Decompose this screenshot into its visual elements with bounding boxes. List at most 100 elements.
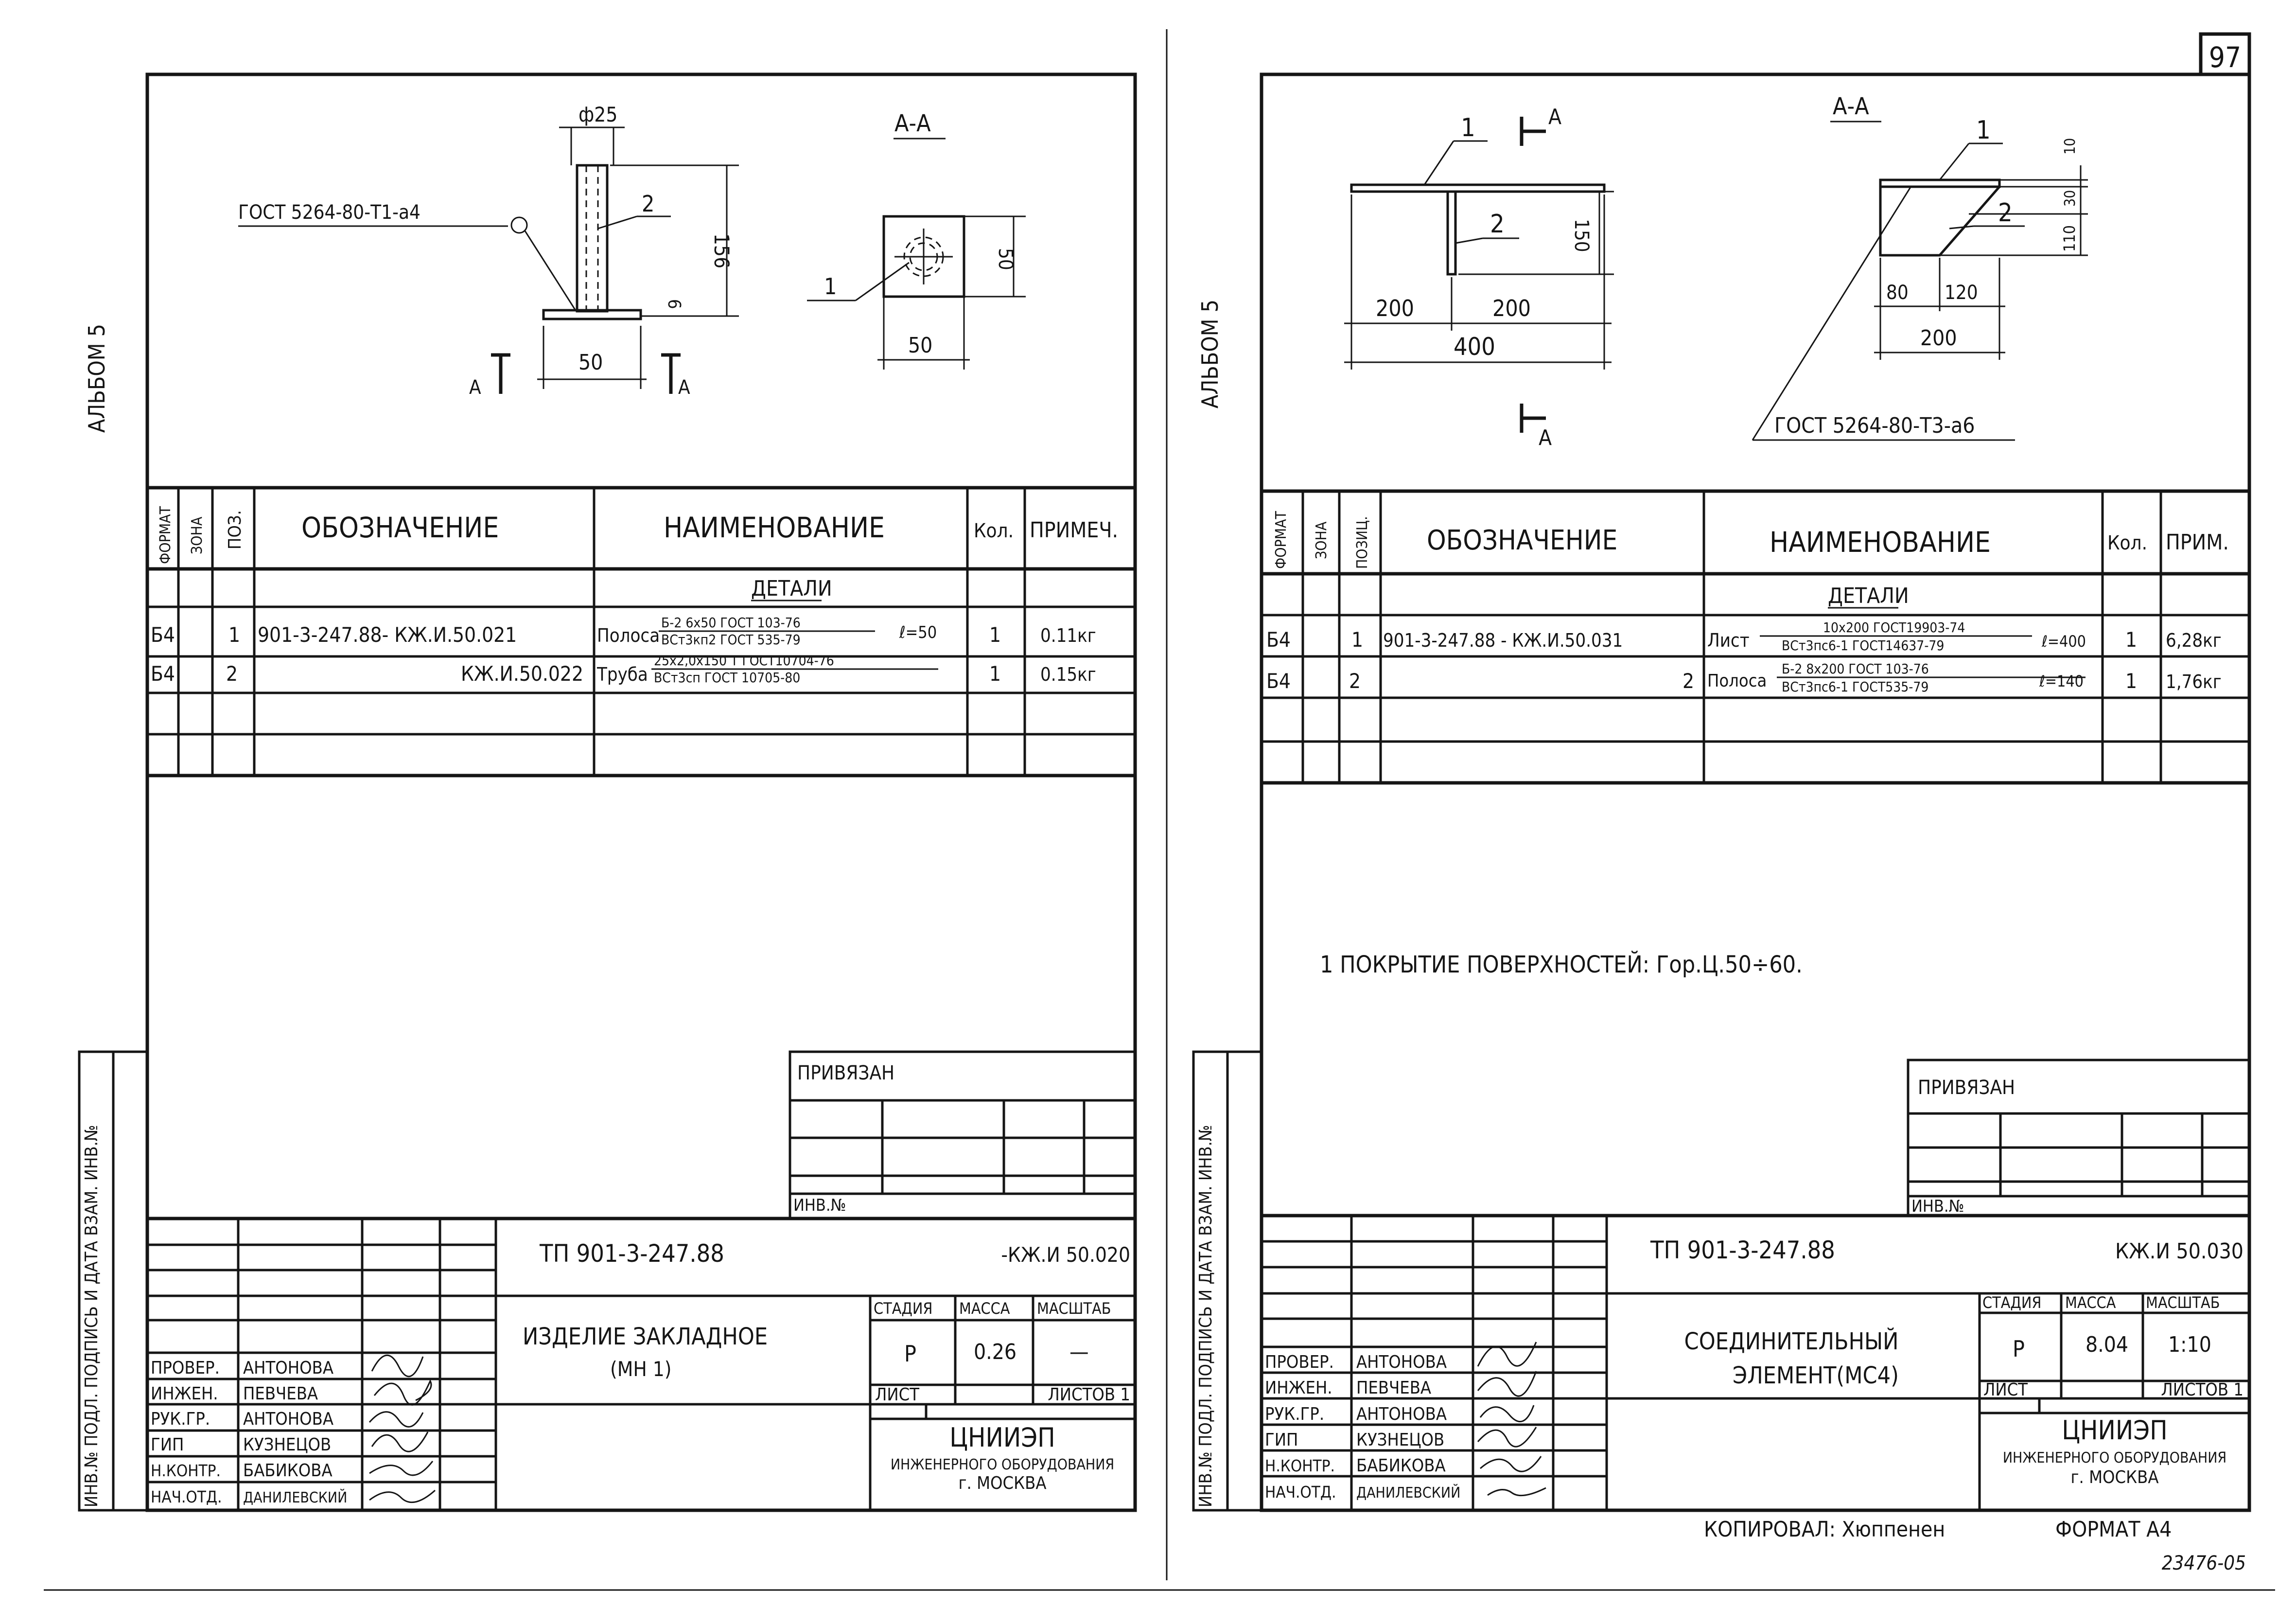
role-label: РУК.ГР. <box>1265 1404 1324 1424</box>
dim-section-h: 50 <box>994 248 1017 270</box>
mass-header: МАССА <box>2065 1293 2116 1312</box>
position-2-label: 2 <box>1490 210 1505 239</box>
role-label: РУК.ГР. <box>151 1409 210 1429</box>
row-format: Б4 <box>1266 669 1291 693</box>
col-note: ПРИМ. <box>2166 530 2229 555</box>
row-note: 0.11кг <box>1040 625 1096 646</box>
row-length: ℓ=400 <box>2041 632 2086 651</box>
dim-plate-thickness: 6 <box>664 299 684 309</box>
dim-200: 200 <box>1920 326 1957 351</box>
inv-no-label: ИНВ.№ <box>793 1196 846 1215</box>
dim-80: 80 <box>1886 282 1909 304</box>
row-qty: 1 <box>2125 628 2137 652</box>
row-length: ℓ=140 <box>2039 672 2084 690</box>
person-name: ДАНИЛЕВСКИЙ <box>243 1489 347 1506</box>
person-name: ДАНИЛЕВСКИЙ <box>1356 1484 1460 1502</box>
row-name: Лист <box>1707 630 1750 651</box>
dim-height: 156 <box>710 233 734 268</box>
sheet-label: ЛИСТ <box>875 1385 919 1405</box>
org-city: г. МОСКВА <box>2070 1467 2158 1487</box>
spec-row: Б4 2 2 Полоса Б-2 8х200 ГОСТ 103-76 ВСт3… <box>1266 661 2222 695</box>
spec-row: Б4 2 КЖ.И.50.022 Труба 25х2,0х150 Т ГОСТ… <box>151 653 1096 686</box>
weld-note: ГОСТ 5264-80-Т1-а4 <box>238 201 421 224</box>
row-designation: КЖ.И.50.022 <box>461 662 583 686</box>
row-designation: 2 <box>1683 669 1694 693</box>
dim-section-w: 50 <box>908 333 932 358</box>
org-name: ЦНИИЭП <box>949 1422 1055 1453</box>
mass-value: 0.26 <box>974 1340 1017 1364</box>
group-details: ДЕТАЛИ <box>751 576 832 601</box>
role-label: ИНЖЕН. <box>151 1384 218 1404</box>
row-designation: 901-3-247.88- КЖ.И.50.021 <box>258 623 517 647</box>
scale-value: — <box>1069 1340 1089 1364</box>
col-name: НАИМЕНОВАНИЕ <box>1770 526 1991 559</box>
side-labels: ИНВ.№ ПОДЛ. ПОДПИСЬ И ДАТА ВЗАМ. ИНВ.№ <box>1196 1125 1216 1507</box>
page-number: 97 <box>2209 41 2241 74</box>
dim-200-left: 200 <box>1376 295 1414 321</box>
stage-header: СТАДИЯ <box>1982 1293 2041 1312</box>
row-format: Б4 <box>151 662 175 686</box>
binding-label: ПРИВЯЗАН <box>797 1062 894 1084</box>
row-format: Б4 <box>1266 628 1291 652</box>
doc-code: ТП 901-3-247.88 <box>539 1239 724 1268</box>
position-1-label: 1 <box>1461 113 1475 142</box>
row-qty: 1 <box>989 662 1001 686</box>
row-name: Полоса <box>1707 671 1767 691</box>
dim-10: 10 <box>2062 138 2079 155</box>
doc-code: ТП 901-3-247.88 <box>1650 1236 1835 1264</box>
row-name-line1: Б-2 6х50 ГОСТ 103-76 <box>661 615 801 631</box>
row-name-line2: ВСт3пс6-1 ГОСТ14637-79 <box>1782 637 1944 654</box>
dim-120: 120 <box>1945 282 1978 304</box>
person-name: КУЗНЕЦОВ <box>1356 1430 1444 1450</box>
binding-label: ПРИВЯЗАН <box>1918 1077 2015 1099</box>
cut-mark-left: А <box>469 376 481 399</box>
position-1-label: 1 <box>1976 116 1991 145</box>
col-designation: ОБОЗНАЧЕНИЕ <box>1427 525 1617 556</box>
embedded-part-drawing: ф25 156 6 50 2 ГОСТ 5264-80-Т1-а4 А <box>238 103 739 399</box>
doc-subtitle: ЭЛЕМЕНТ(МС4) <box>1733 1362 1899 1389</box>
section-a-a: А-А 50 50 1 <box>807 110 1026 370</box>
scale-header: МАСШТАБ <box>2146 1293 2220 1312</box>
doc-title: ИЗДЕЛИЕ ЗАКЛАДНОЕ <box>523 1323 768 1350</box>
cut-mark-top: А <box>1548 105 1561 129</box>
dim-width: 50 <box>578 350 603 375</box>
row-name: Труба <box>596 664 648 685</box>
col-format: ФОРМАТ <box>1273 511 1290 569</box>
scale-value: 1:10 <box>2168 1332 2211 1357</box>
inv-no-label: ИНВ.№ <box>1911 1197 1964 1216</box>
person-name: АНТОНОВА <box>243 1358 333 1378</box>
row-note: 6,28кг <box>2166 630 2222 651</box>
copied-by: КОПИРОВАЛ: Хюппенен <box>1704 1517 1945 1542</box>
role-label: ГИП <box>151 1435 184 1455</box>
section-label: А-А <box>894 110 931 137</box>
row-name-line2: ВСт3сп ГОСТ 10705-80 <box>654 670 800 686</box>
left-sheet: АЛЬБОМ 5 ИНВ.№ ПОДЛ. ПОДПИСЬ И ДАТА ВЗАМ… <box>78 72 1137 1512</box>
role-label: ИНЖЕН. <box>1265 1378 1332 1398</box>
person-name: АНТОНОВА <box>243 1409 333 1429</box>
weld-note: ГОСТ 5264-80-Т3-а6 <box>1774 413 1975 438</box>
col-format: ФОРМАТ <box>157 506 174 564</box>
stage-value: Р <box>904 1341 916 1367</box>
org-department: ИНЖЕНЕРНОГО ОБОРУДОВАНИЯ <box>2003 1449 2226 1467</box>
row-pos: 1 <box>228 623 240 647</box>
col-designation: ОБОЗНАЧЕНИЕ <box>301 511 499 544</box>
role-label: Н.КОНТР. <box>151 1461 221 1480</box>
person-name: КУЗНЕЦОВ <box>243 1435 331 1455</box>
row-name-line2: ВСт3кп2 ГОСТ 535-79 <box>661 632 801 648</box>
side-labels: ИНВ.№ ПОДЛ. ПОДПИСЬ И ДАТА ВЗАМ. ИНВ.№ <box>82 1125 102 1507</box>
sheets-count: ЛИСТОВ 1 <box>1048 1385 1130 1405</box>
col-qty: Кол. <box>974 520 1014 542</box>
col-pos: ПОЗИЦ. <box>1354 516 1371 569</box>
dim-400: 400 <box>1454 333 1495 361</box>
mass-header: МАССА <box>959 1299 1010 1318</box>
binding-block: ПРИВЯЗАН ИНВ.№ <box>789 1050 1137 1220</box>
title-block: ТП 901-3-247.88 КЖ.И 50.030 СОЕДИНИТЕЛЬН… <box>1262 1214 2249 1510</box>
col-zone: ЗОНА <box>189 516 206 554</box>
col-name: НАИМЕНОВАНИЕ <box>664 511 885 544</box>
col-zone: ЗОНА <box>1313 521 1330 559</box>
person-name: БАБИКОВА <box>243 1461 333 1481</box>
inventory-stamp: 23476-05 <box>2162 1552 2246 1574</box>
row-pos: 2 <box>1349 669 1361 693</box>
row-length: ℓ=50 <box>899 623 937 642</box>
row-name: Полоса <box>597 625 660 646</box>
